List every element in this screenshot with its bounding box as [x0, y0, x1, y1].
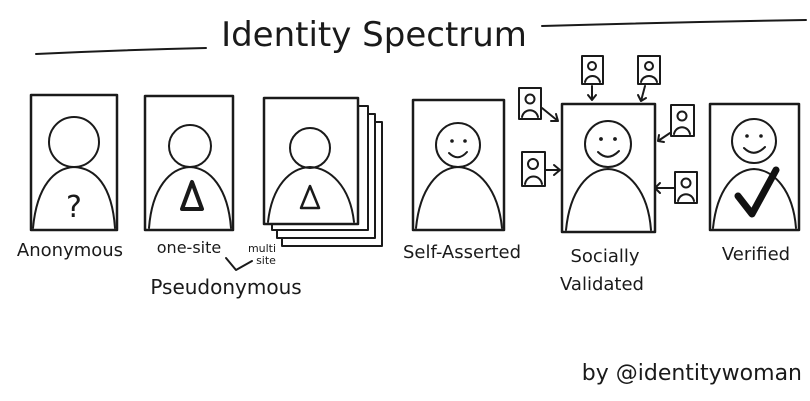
title-rule-right — [541, 19, 807, 27]
label-self-asserted: Self-Asserted — [403, 242, 521, 263]
label-socially: Socially — [570, 246, 639, 267]
label-pseudonymous: Pseudonymous — [150, 275, 301, 299]
portrait-verified — [708, 102, 801, 232]
small-portrait-icon — [581, 55, 604, 85]
small-portrait-icon — [637, 55, 661, 85]
label-multi: multi — [248, 242, 276, 255]
label-validated: Validated — [560, 274, 644, 295]
small-portrait-icon — [670, 104, 695, 137]
checkmark-icon — [734, 166, 780, 218]
arrow-to-profile — [541, 107, 559, 122]
small-portrait-icon — [518, 87, 542, 120]
small-portrait-icon — [674, 171, 698, 204]
label-site: site — [256, 254, 276, 267]
portrait-socially-validated — [560, 102, 657, 234]
label-one-site: one-site — [157, 238, 221, 257]
smiley-face-icon — [584, 120, 632, 168]
smiley-face-icon — [731, 118, 777, 164]
label-anonymous: Anonymous — [17, 240, 123, 261]
arrow-to-profile — [587, 85, 597, 101]
arrow-to-profile — [545, 164, 561, 176]
arrow-to-profile — [657, 132, 671, 143]
portrait-one-site — [143, 94, 235, 232]
small-portrait-icon — [521, 151, 546, 187]
portrait-anonymous — [29, 93, 119, 232]
arrow-to-profile — [637, 85, 647, 102]
author-credit: by @identitywoman — [582, 361, 802, 386]
title-rule-left — [35, 47, 207, 55]
arrow-to-profile — [654, 182, 675, 194]
diagram-title: Identity Spectrum — [221, 15, 527, 55]
label-verified: Verified — [722, 244, 790, 265]
pseudonymous-bracket — [225, 257, 253, 271]
portrait-multi-site — [262, 96, 383, 247]
question-mark-icon: ? — [66, 190, 82, 225]
triangle-icon — [180, 180, 204, 211]
triangle-icon — [299, 184, 321, 210]
smiley-face-icon — [435, 122, 481, 168]
